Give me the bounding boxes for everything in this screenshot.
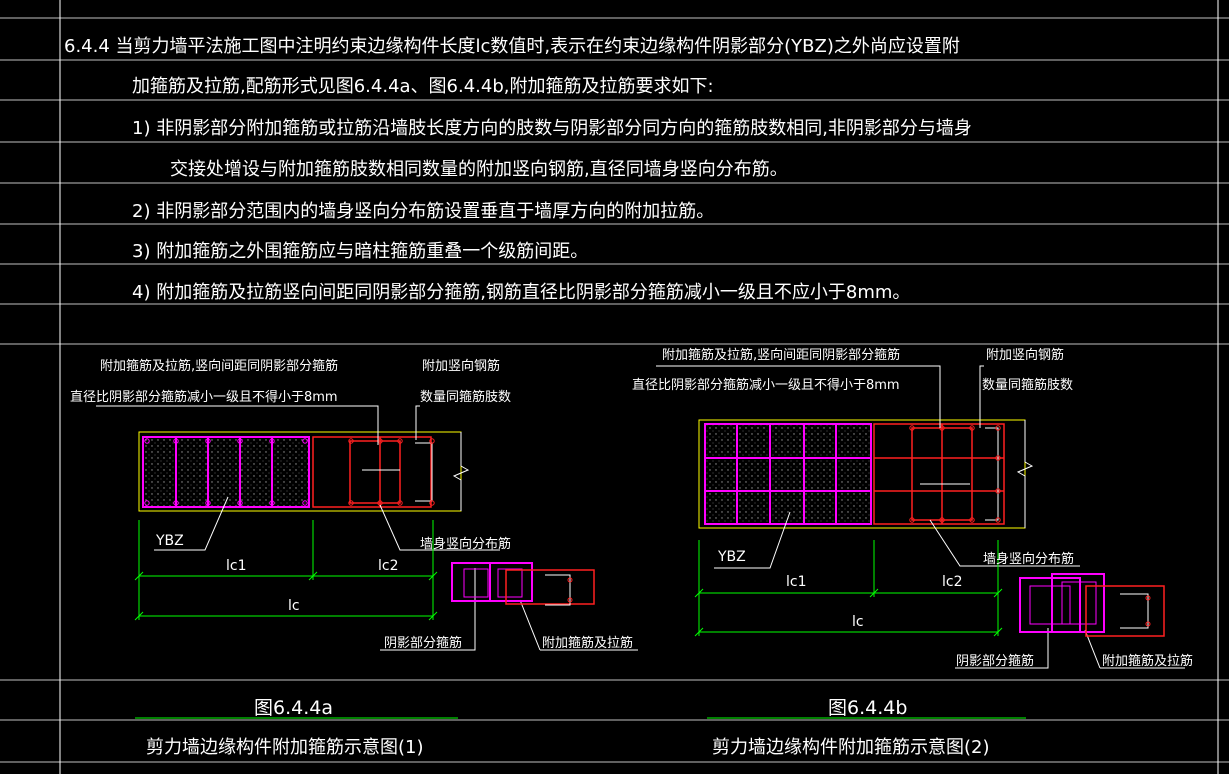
figure-a-title: 剪力墙边缘构件附加箍筋示意图(1): [146, 737, 424, 758]
figure-a-vertical-bar-line-1: 附加竖向钢筋: [422, 359, 501, 374]
figure-b-number: 图6.4.4b: [828, 697, 908, 719]
figure-b-vertical-bar-line-2: 数量同箍筋肢数: [982, 378, 1074, 393]
figure-b-detail-stirrups: [1019, 573, 1165, 637]
figure-a-extra-stirrup-label: 附加箍筋及拉筋: [542, 636, 634, 651]
figure-a-shadow-stirrup-label: 阴影部分箍筋: [384, 636, 463, 651]
figure-b-wall-outline: [698, 419, 1026, 529]
clause-item-1a: 1) 非阴影部分附加箍筋或拉筋沿墙肢长度方向的肢数与阴影部分同方向的箍筋肢数相同…: [132, 118, 972, 139]
figure-a-note-line-2: 直径比阴影部分箍筋减小一级且不得小于8mm: [70, 390, 338, 405]
ruling-lines: [0, 17, 1229, 763]
figure-b-break-symbol: [1016, 461, 1034, 528]
clause-item-4: 4) 附加箍筋及拉筋竖向间距同阴影部分箍筋,钢筋直径比阴影部分箍筋减小一级且不应…: [132, 282, 911, 303]
figure-a-lc1-label: lc1: [226, 558, 247, 574]
figure-b-ybz-label: YBZ: [718, 549, 746, 565]
figure-a-note-leader: [96, 405, 379, 445]
figure-a-vertical-bar-line-2: 数量同箍筋肢数: [420, 390, 512, 405]
figure-a-shadow-zone: [143, 437, 309, 507]
figure-a-shadow-stirrup: [142, 436, 310, 508]
figure-b-lc-label: lc: [852, 614, 864, 630]
figure-a-lc2-label: lc2: [378, 558, 399, 574]
figure-b-extra-stirrup-label: 附加箍筋及拉筋: [1102, 654, 1194, 669]
clause-line-2: 加箍筋及拉筋,配筋形式见图6.4.4a、图6.4.4b,附加箍筋及拉筋要求如下:: [132, 76, 714, 97]
figure-a-ybz-leader: [154, 496, 229, 551]
figure-b-shadow-zone: [705, 424, 871, 524]
figure-a-number: 图6.4.4a: [254, 697, 333, 719]
figure-a-wall-outline: [138, 431, 462, 512]
figure-b-note-line-1: 附加箍筋及拉筋,竖向间距同阴影部分箍筋: [662, 348, 901, 363]
figure-b-lc1-label: lc1: [786, 574, 807, 590]
figure-b-shadow-stirrup-label: 阴影部分箍筋: [956, 654, 1035, 669]
clause-item-3: 3) 附加箍筋之外围箍筋应与暗柱箍筋重叠一个级筋间距。: [132, 241, 589, 262]
figure-a-ybz-label: YBZ: [156, 533, 184, 549]
figure-a-drawing: [96, 405, 638, 719]
clause-line-1: 6.4.4 当剪力墙平法施工图中注明约束边缘构件长度lc数值时,表示在约束边缘构…: [64, 36, 960, 57]
figure-b-shadow-stirrup: [704, 423, 872, 525]
figure-b-ybz-leader: [714, 511, 791, 569]
figure-a-dimensions: [134, 520, 438, 621]
figure-b-wall-bar-label: 墙身竖向分布筋: [983, 552, 1075, 567]
figure-b-title: 剪力墙边缘构件附加箍筋示意图(2): [712, 737, 990, 758]
figure-a-wall-bar-label: 墙身竖向分布筋: [420, 537, 512, 552]
figure-b-lc2-label: lc2: [942, 574, 963, 590]
figure-a-detail-stirrups: [451, 562, 595, 606]
figure-b-vertical-bar-line-1: 附加竖向钢筋: [986, 348, 1065, 363]
figure-a-lc-label: lc: [288, 598, 300, 614]
figure-a-note-line-1: 附加箍筋及拉筋,竖向间距同阴影部分箍筋: [100, 359, 339, 374]
figure-a-break-symbol: [452, 465, 470, 511]
figure-b-extra-stirrup: [873, 423, 1005, 525]
figure-b-note-line-2: 直径比阴影部分箍筋减小一级且不得小于8mm: [632, 378, 900, 393]
figure-b-dimensions: [694, 540, 1003, 637]
figure-b-drawing: [656, 365, 1185, 719]
figure-a-extra-stirrup: [312, 436, 432, 508]
clause-item-1b: 交接处增设与附加箍筋肢数相同数量的附加竖向钢筋,直径同墙身竖向分布筋。: [170, 159, 788, 180]
clause-item-2: 2) 非阴影部分范围内的墙身竖向分布筋设置垂直于墙厚方向的附加拉筋。: [132, 201, 715, 222]
figure-b-note-leader: [656, 365, 941, 428]
